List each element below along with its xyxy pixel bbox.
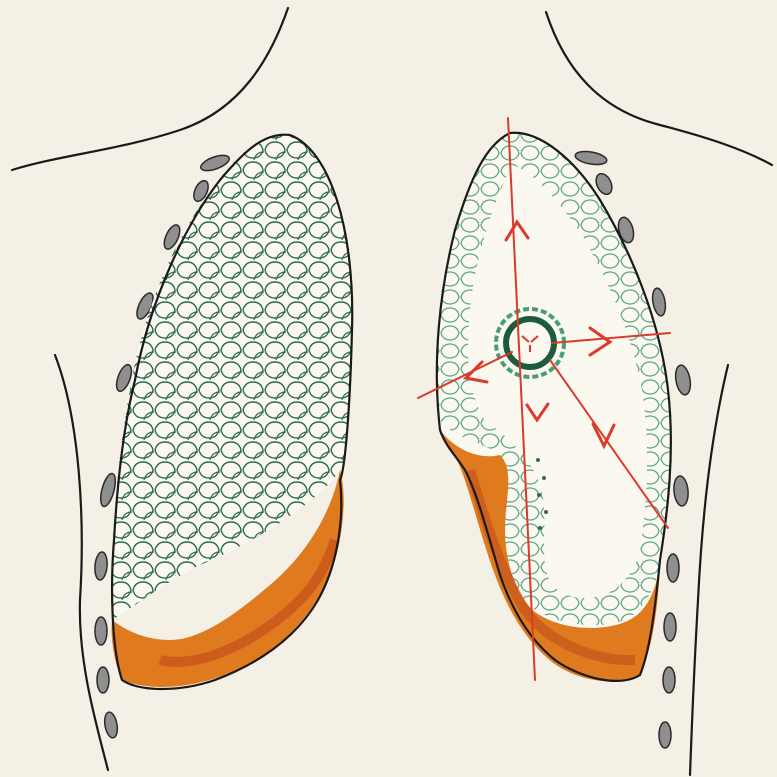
rib-mark bbox=[659, 722, 671, 748]
rib-mark bbox=[663, 667, 675, 693]
rib-mark bbox=[574, 149, 608, 166]
stipple-dot bbox=[542, 476, 546, 480]
stipple-dot bbox=[538, 526, 542, 530]
rib-mark bbox=[674, 364, 693, 396]
rib-mark bbox=[664, 613, 676, 641]
stipple-dot bbox=[536, 458, 540, 462]
rib-mark bbox=[97, 667, 109, 693]
rib-mark bbox=[95, 617, 107, 645]
right-lung bbox=[100, 120, 370, 689]
neck-right-line bbox=[546, 12, 772, 165]
rib-mark bbox=[98, 472, 118, 508]
stipple-dot bbox=[537, 493, 541, 497]
stipple-dot bbox=[544, 510, 548, 514]
rib-mark bbox=[673, 475, 690, 506]
rib-mark bbox=[103, 711, 119, 739]
neck-left-line bbox=[12, 8, 288, 170]
rib-mark bbox=[94, 552, 108, 581]
left-lung bbox=[430, 120, 690, 681]
lesion-ring bbox=[506, 319, 554, 367]
rib-mark bbox=[667, 554, 679, 582]
rib-mark bbox=[651, 287, 668, 317]
torso-right-line bbox=[690, 365, 728, 775]
